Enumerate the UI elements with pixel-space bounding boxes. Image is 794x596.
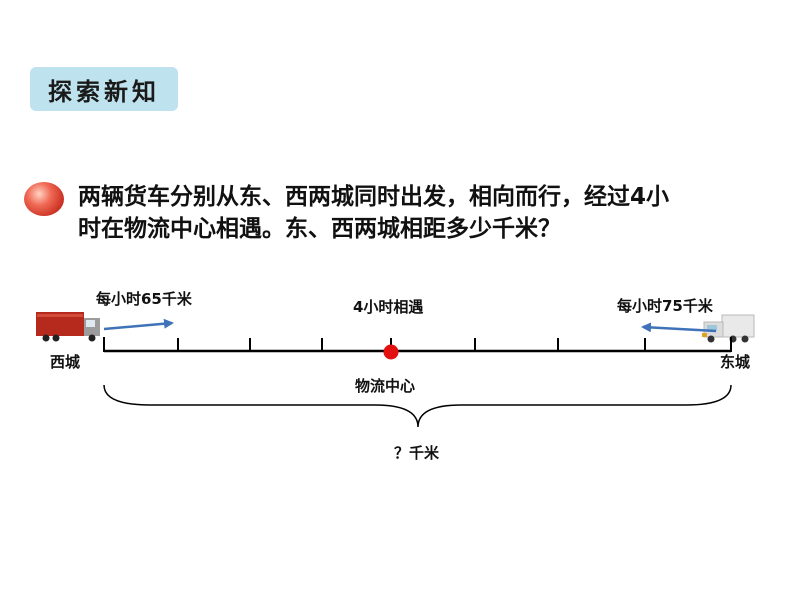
west-direction-arrow: [103, 318, 174, 331]
total-distance-brace: [103, 384, 732, 428]
logistics-center-label: 物流中心: [355, 377, 416, 395]
east-direction-arrow: [641, 322, 717, 333]
meeting-time-label: 4小时相遇: [353, 298, 424, 316]
west-speed-label: 每小时65千米: [96, 290, 192, 308]
problem-line-1: 两辆货车分别从东、西两城同时出发，相向而行，经过4小: [78, 184, 670, 210]
meeting-point-dot: [383, 344, 399, 360]
red-truck-icon: [36, 312, 100, 342]
problem-text: 两辆货车分别从东、西两城同时出发，相向而行，经过4小 时在物流中心相遇。东、西两…: [78, 181, 768, 245]
east-city-label: 东城: [720, 353, 751, 371]
section-title-badge: 探索新知: [30, 67, 178, 111]
distance-line: [103, 337, 732, 353]
white-truck-icon: [702, 314, 755, 343]
east-speed-label: 每小时75千米: [617, 297, 713, 315]
west-city-label: 西城: [50, 353, 81, 371]
section-title: 探索新知: [48, 76, 160, 106]
problem-line-2: 时在物流中心相遇。东、西两城相距多少千米？: [78, 216, 561, 242]
total-distance-label: ？千米: [394, 444, 440, 462]
bullet-ball-icon: [24, 182, 64, 216]
